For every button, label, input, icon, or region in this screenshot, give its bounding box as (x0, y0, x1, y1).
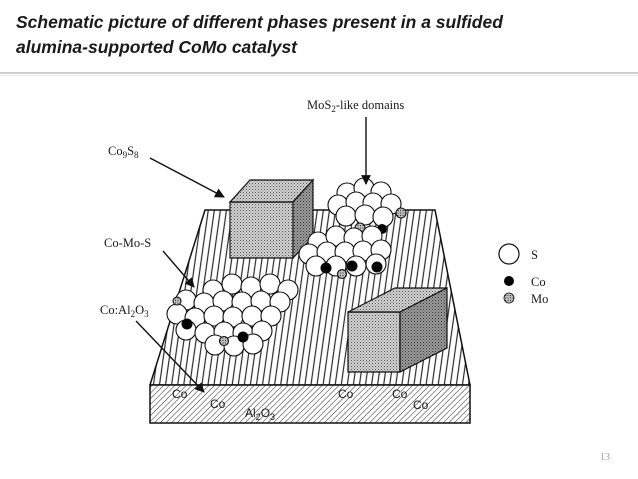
title-line-1: Schematic picture of different phases pr… (16, 12, 503, 32)
co-in-support-4: Co (392, 387, 408, 401)
co9s8-crystallite (228, 178, 315, 260)
title-line-2: alumina-supported CoMo catalyst (16, 37, 298, 57)
legend-label-s: S (531, 248, 538, 262)
co-al2o3-label: Co:Al2O3 (100, 303, 149, 319)
legend-item-s: S (498, 243, 538, 265)
sulfur-atom-icon (498, 243, 520, 265)
co-in-support-5: Co (413, 398, 429, 412)
annotation-arrows (135, 117, 371, 393)
al2o3-label: Al2O3 (245, 406, 275, 422)
co-mo-s-cluster-middle (298, 225, 392, 280)
co-in-support-1: Co (172, 387, 188, 401)
page-number: 13 (600, 452, 610, 463)
legend-label-mo: Mo (531, 292, 548, 306)
legend-label-co: Co (531, 275, 546, 289)
co-mo-s-arrow (162, 250, 195, 288)
co-in-support-3: Co (338, 387, 354, 401)
slide-title: Schematic picture of different phases pr… (16, 10, 616, 60)
title-divider (0, 72, 638, 74)
legend-item-co: Co (504, 275, 546, 289)
cobalt-atom-icon (504, 276, 514, 286)
co-in-support-2: Co (210, 397, 226, 411)
co9s8-crystallite-2 (347, 287, 448, 373)
co9s8-label: Co9S8 (108, 144, 139, 160)
title-divider-shadow (0, 75, 638, 76)
legend-item-mo: Mo (503, 292, 548, 306)
atom-legend: S Co Mo (498, 243, 548, 306)
molybdenum-atom-icon (503, 292, 515, 304)
co-al2o3-arrow (135, 320, 205, 393)
mos2-domains-label: MoS2-like domains (307, 98, 404, 114)
co-mo-s-label: Co-Mo-S (104, 236, 151, 250)
co-mo-s-cluster-lower (166, 273, 299, 357)
co9s8-arrow (149, 157, 225, 198)
